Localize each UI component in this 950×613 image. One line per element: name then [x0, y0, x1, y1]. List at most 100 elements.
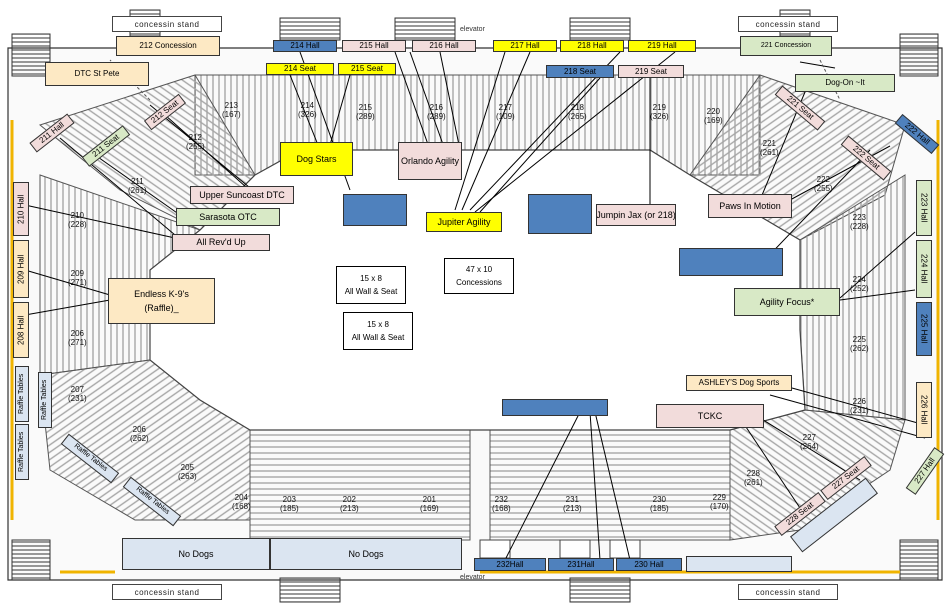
floor-space-desc: All Wall & Seat [351, 333, 405, 342]
stair-block [394, 17, 456, 41]
section-number: 227 [802, 433, 817, 442]
section-capacity: (271) [68, 337, 87, 347]
tunnel [479, 539, 511, 559]
concession-stand-label: concessin stand [112, 16, 222, 32]
section-226: 226(231) [850, 397, 869, 416]
section-capacity: (169) [420, 503, 439, 513]
vendor-sarasota-otc[interactable]: Sarasota OTC [176, 208, 280, 226]
vendor-jumpin-jax[interactable]: Jumpin Jax (or 218) [596, 204, 676, 226]
section-207: 207(231) [68, 385, 87, 404]
floor-concessions[interactable]: 47 x 10 Concessions [444, 258, 514, 294]
section-number: 211 [130, 177, 144, 186]
section-capacity: (261) [760, 147, 779, 157]
section-capacity: (326) [298, 109, 317, 119]
hall-223[interactable]: 223 Hall [916, 180, 932, 236]
hall-219[interactable]: 219 Hall [628, 40, 696, 52]
section-228: 228(261) [744, 469, 763, 488]
concession-stand-label: concessin stand [738, 584, 838, 600]
section-capacity: (185) [650, 503, 669, 513]
floor-booth-blue[interactable] [343, 194, 407, 226]
vendor-dtc-st-pete[interactable]: DTC St Pete [45, 62, 149, 86]
stair-block [899, 539, 939, 581]
hall-226[interactable]: 226 Hall [916, 382, 932, 438]
hall-231[interactable]: 231Hall [548, 558, 614, 571]
section-number: 214 [300, 101, 315, 110]
hall-225[interactable]: 225 Hall [916, 302, 932, 356]
floor-space-desc: All Wall & Seat [344, 287, 398, 296]
concession-stand-label: concessin stand [112, 584, 222, 600]
hall-232[interactable]: 232Hall [474, 558, 546, 571]
section-number: 216 [429, 103, 444, 112]
vendor-221-concession[interactable]: 221 Concession [740, 36, 832, 56]
stair-block [279, 17, 341, 41]
vendor-endless-k9[interactable]: Endless K-9's (Raffle)_ [108, 278, 215, 324]
section-202: 202(213) [340, 495, 359, 514]
section-capacity: (261) [128, 185, 147, 195]
seat-219[interactable]: 219 Seat [618, 65, 684, 78]
section-229: 229(170) [710, 493, 729, 512]
seat-215[interactable]: 215 Seat [338, 63, 396, 75]
section-number: 217 [498, 103, 513, 112]
hall-215[interactable]: 215 Hall [342, 40, 406, 52]
section-210: 210(228) [68, 211, 87, 230]
vendor-all-revd-up[interactable]: All Rev'd Up [172, 234, 270, 251]
vendor-orlando-agility[interactable]: Orlando Agility [398, 142, 462, 180]
floor-booth-blue[interactable] [679, 248, 783, 276]
vendor-upper-suncoast-dtc[interactable]: Upper Suncoast DTC [190, 186, 294, 204]
hall-210[interactable]: 210 Hall [13, 182, 29, 236]
section-205: 205(263) [178, 463, 197, 482]
section-number: 209 [70, 269, 85, 278]
hall-230[interactable]: 230 Hall [616, 558, 682, 571]
vendor-paws-in-motion[interactable]: Paws In Motion [708, 194, 792, 218]
seat-218[interactable]: 218 Seat [546, 65, 614, 78]
section-number: 212 [188, 133, 203, 142]
section-206: 206(271) [68, 329, 87, 348]
raffle-tables[interactable]: Raffle Tables [38, 372, 52, 428]
vendor-ashleys-dog-sports[interactable]: ASHLEY'S Dog Sports [686, 375, 792, 391]
vendor-dog-stars[interactable]: Dog Stars [280, 142, 353, 176]
vendor-212-concession[interactable]: 212 Concession [116, 36, 220, 56]
section-206b: 206(262) [130, 425, 149, 444]
section-225: 225(262) [850, 335, 869, 354]
seating-bottom-right [489, 429, 731, 541]
section-number: 226 [852, 397, 867, 406]
section-capacity: (228) [68, 219, 87, 229]
stair-block [279, 577, 341, 603]
vendor-agility-focus[interactable]: Agility Focus* [734, 288, 840, 316]
hall-208[interactable]: 208 Hall [13, 302, 29, 358]
hall-224[interactable]: 224 Hall [916, 240, 932, 298]
section-capacity: (170) [710, 501, 729, 511]
floor-space-15x8[interactable]: 15 x 8 All Wall & Seat [336, 266, 406, 304]
section-212: 212(255) [186, 133, 205, 152]
section-230: 230(185) [650, 495, 669, 514]
section-number: 231 [565, 495, 580, 504]
hall-218[interactable]: 218 Hall [560, 40, 624, 52]
raffle-tables[interactable]: Raffle Tables [15, 424, 29, 480]
section-number: 201 [422, 495, 437, 504]
section-number: 210 [70, 211, 85, 220]
hall-216[interactable]: 216 Hall [412, 40, 476, 52]
vendor-name: Endless K-9's [134, 288, 189, 299]
section-capacity: (213) [340, 503, 359, 513]
section-capacity: (271) [68, 277, 87, 287]
hall-209[interactable]: 209 Hall [13, 240, 29, 298]
section-203: 203(185) [280, 495, 299, 514]
elevator-label: elevator [460, 26, 485, 33]
floor-booth-blue[interactable] [528, 194, 592, 234]
section-217: 217(109) [496, 103, 515, 122]
vendor-jupiter-agility[interactable]: Jupiter Agility [426, 212, 502, 232]
vendor-dog-on-it[interactable]: Dog-On ~It [795, 74, 895, 92]
section-number: 205 [180, 463, 195, 472]
floor-space-15x8[interactable]: 15 x 8 All Wall & Seat [343, 312, 413, 350]
vendor-tckc[interactable]: TCKC [656, 404, 764, 428]
seat-214[interactable]: 214 Seat [266, 63, 334, 75]
seating-bottom-left [249, 429, 471, 541]
section-number: 207 [70, 385, 85, 394]
section-223: 223(228) [850, 213, 869, 232]
hall-217[interactable]: 217 Hall [493, 40, 557, 52]
hall-214[interactable]: 214 Hall [273, 40, 337, 52]
raffle-tables[interactable]: Raffle Tables [15, 366, 29, 422]
section-capacity: (168) [232, 501, 251, 511]
stair-block [899, 33, 939, 77]
floor-booth-blue[interactable] [502, 399, 608, 416]
